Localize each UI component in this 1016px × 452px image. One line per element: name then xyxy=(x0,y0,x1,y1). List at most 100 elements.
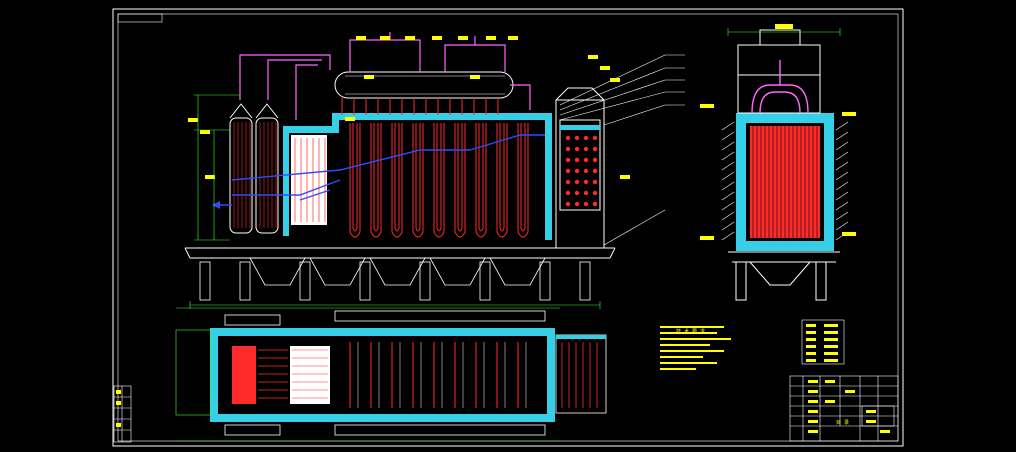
title-cell-text xyxy=(825,400,835,403)
callout-tag xyxy=(380,36,390,40)
air-heater-tube xyxy=(583,201,589,207)
superheater-u-tube xyxy=(391,123,403,238)
superheater-u-tube-inner xyxy=(415,123,421,232)
parts-row-cell xyxy=(806,338,816,341)
wall-hatch xyxy=(721,121,735,131)
air-heater-tube xyxy=(565,201,571,207)
callout-tag xyxy=(508,36,518,40)
wall-hatch xyxy=(835,121,849,131)
parts-row-cell xyxy=(824,324,838,327)
callout-tag xyxy=(610,78,620,82)
parts-row-cell xyxy=(824,359,838,362)
superheater-u-tube-inner xyxy=(499,123,505,232)
air-heater-tube xyxy=(565,157,571,163)
wall-hatch xyxy=(721,191,735,201)
wall-hatch xyxy=(835,151,849,161)
front-elevation-view xyxy=(184,32,685,309)
air-heater-tube xyxy=(583,135,589,141)
superheater-u-tube xyxy=(412,123,424,238)
title-cell-text xyxy=(866,410,876,413)
air-heater-tube xyxy=(583,146,589,152)
wall-hatch xyxy=(835,201,849,211)
furnace-casing xyxy=(332,113,552,120)
air-heater-tube xyxy=(574,168,580,174)
superheater-u-tube xyxy=(517,123,529,238)
parts-row-cell xyxy=(824,331,838,334)
title-cell-text xyxy=(880,430,890,433)
support-column xyxy=(359,261,371,301)
title-cell-text xyxy=(845,390,855,393)
air-heater-tube xyxy=(592,179,598,185)
callout-tag xyxy=(345,117,355,121)
air-heater-tube xyxy=(574,135,580,141)
ash-hopper xyxy=(489,257,546,286)
title-cell-text xyxy=(808,380,818,383)
wall-hatch xyxy=(835,191,849,201)
air-heater-tube xyxy=(565,179,571,185)
air-heater-tube xyxy=(574,201,580,207)
wall-hatch xyxy=(835,221,849,231)
callout-tag xyxy=(200,130,210,134)
superheater-u-tube-inner xyxy=(394,123,400,232)
title-cell-text xyxy=(808,390,818,393)
support-column xyxy=(579,261,591,301)
air-heater-tube xyxy=(583,179,589,185)
wall-hatch xyxy=(721,131,735,141)
revision-strip xyxy=(113,385,132,443)
note-line xyxy=(660,344,710,346)
superheater-u-tube xyxy=(370,123,382,238)
support-columns xyxy=(199,257,591,301)
title-cell-text xyxy=(808,420,818,423)
superheater-u-tube-inner xyxy=(436,123,442,232)
wall-hatch xyxy=(721,231,735,241)
title-cell-text xyxy=(808,400,818,403)
support-column xyxy=(419,261,431,301)
superheater-u-tube xyxy=(496,123,508,238)
air-heater-tube xyxy=(592,146,598,152)
air-heater-tube xyxy=(565,146,571,152)
note-line xyxy=(660,326,724,328)
support-column xyxy=(479,261,491,301)
callout-tag xyxy=(486,36,496,40)
wall-hatch xyxy=(721,201,735,211)
wall-hatch xyxy=(835,181,849,191)
title-cell-text xyxy=(825,380,835,383)
parts-row-cell xyxy=(824,352,838,355)
air-heater-tube xyxy=(565,190,571,196)
wall-hatch xyxy=(721,161,735,171)
support-column xyxy=(299,261,311,301)
top-piping xyxy=(239,32,531,120)
superheater-u-tube-inner xyxy=(373,123,379,232)
title-block xyxy=(789,375,899,442)
plan-view xyxy=(175,307,607,442)
ash-hopper xyxy=(369,257,426,286)
parts-row-cell xyxy=(824,345,838,348)
title-cell-text xyxy=(808,410,818,413)
support-column xyxy=(539,261,551,301)
wall-hatch xyxy=(721,151,735,161)
callout-tag xyxy=(205,175,215,179)
parts-row-cell xyxy=(806,324,816,327)
wall-hatch xyxy=(835,131,849,141)
superheater-u-tube xyxy=(475,123,487,238)
wall-hatch xyxy=(721,211,735,221)
parts-row-cell xyxy=(824,338,838,341)
air-heater-tube xyxy=(592,157,598,163)
support-column xyxy=(199,261,211,301)
wall-hatch xyxy=(835,141,849,151)
title-cell-text xyxy=(866,420,876,423)
note-line xyxy=(660,350,724,352)
callout-tag xyxy=(620,175,630,179)
wall-hatch xyxy=(721,221,735,231)
callout-tag xyxy=(458,36,468,40)
note-line xyxy=(660,362,717,364)
steam-drum xyxy=(334,71,514,99)
note-line xyxy=(660,356,703,358)
ash-hopper xyxy=(309,257,366,286)
note-line xyxy=(660,338,731,340)
parts-row-cell xyxy=(806,345,816,348)
callout-leaders xyxy=(559,54,685,246)
air-preheater-cylinders xyxy=(229,103,279,234)
superheater-u-tube-inner xyxy=(352,123,358,232)
air-heater-tube xyxy=(565,168,571,174)
